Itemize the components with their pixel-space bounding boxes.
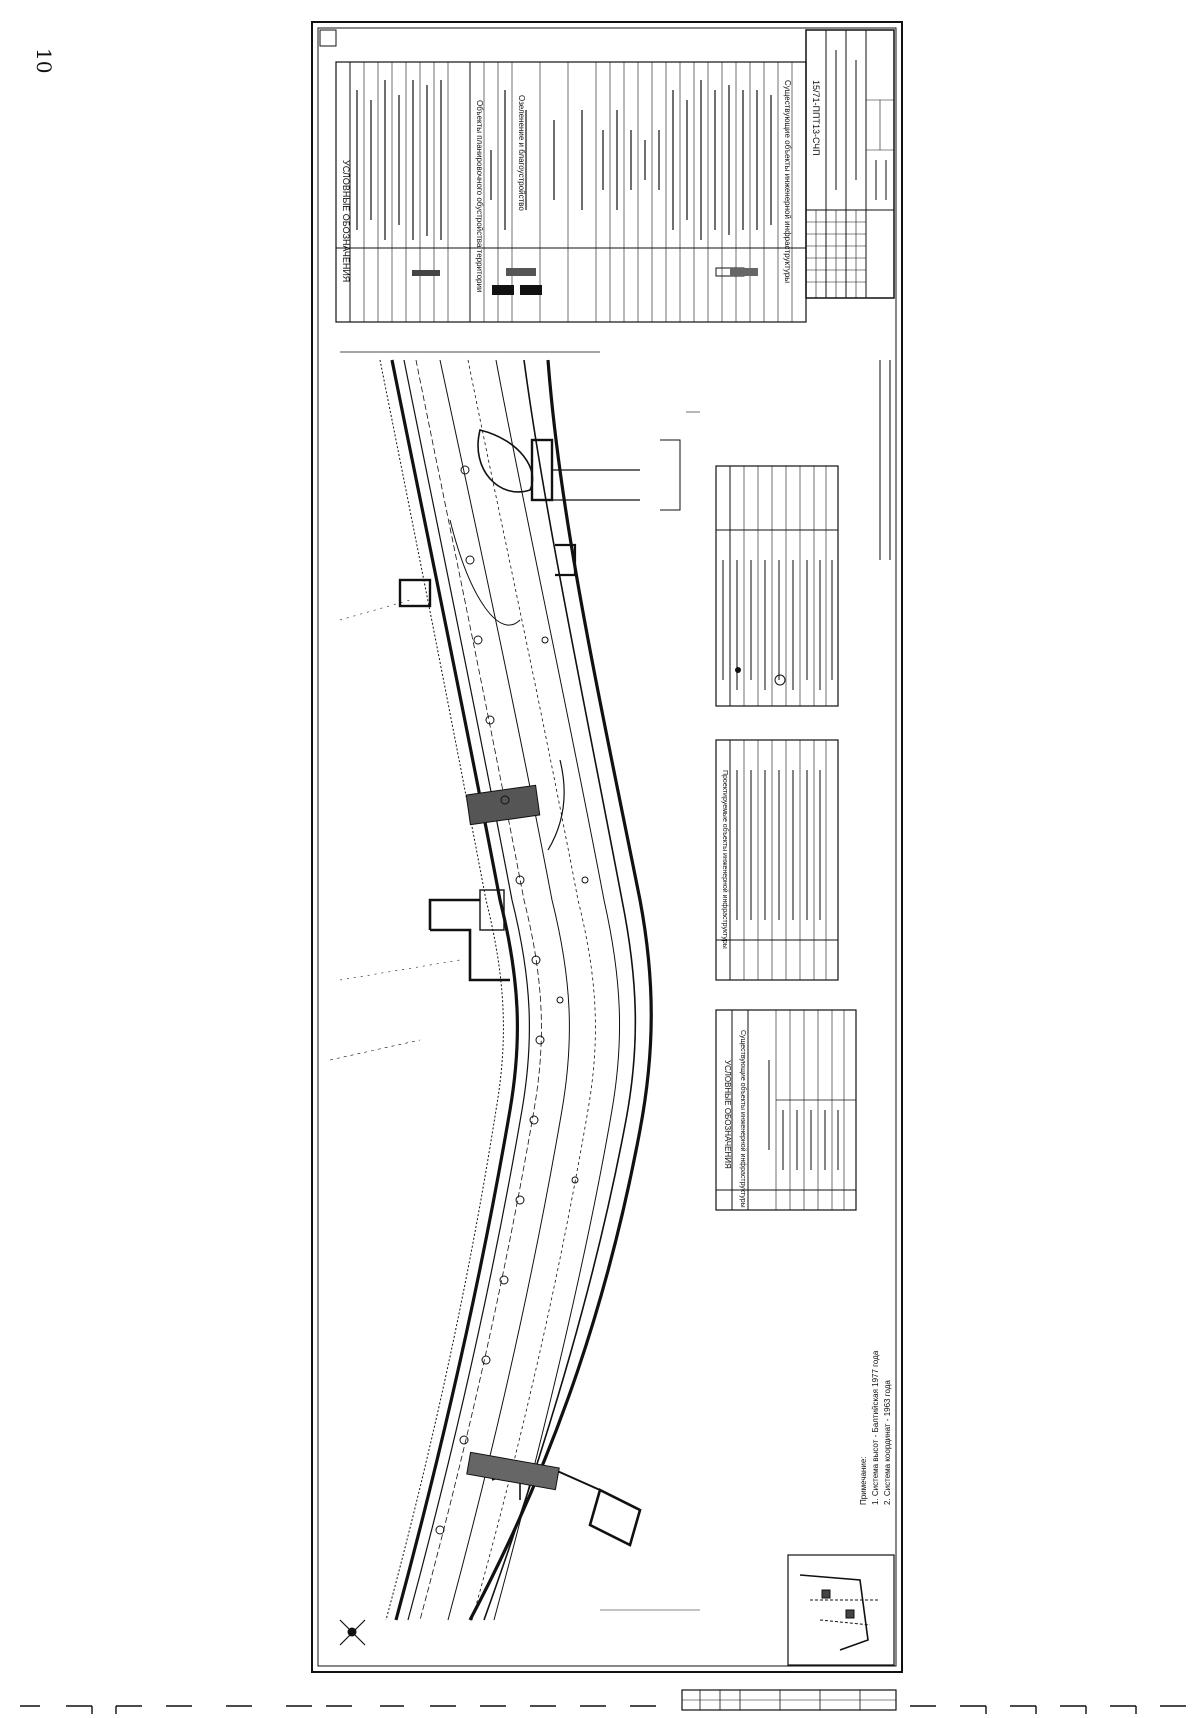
outer-frame <box>311 21 903 1673</box>
legend-bottom-title: УСЛОВНЫЕ ОБОЗНАЧЕНИЯ <box>723 1060 732 1169</box>
legend-top-title: УСЛОВНЫЕ ОБОЗНАЧЕНИЯ <box>341 160 351 282</box>
notes-line-2: 2. Система координат - 1963 года <box>883 1380 892 1505</box>
legend-top-section-engineering: Существующие объекты инженерной инфрастр… <box>783 80 792 283</box>
inner-frame <box>317 27 897 1667</box>
legend-bottom-subtitle: Существующие объекты инженерной инфрастр… <box>739 1030 747 1208</box>
cut-marks <box>20 1705 1186 1714</box>
notes-heading: Примечание: <box>859 1456 868 1505</box>
legend-top-section-planning: Объекты планировочного обустройства терр… <box>475 100 484 292</box>
title-block-code: 15/71-ППТ13-СЧП <box>811 80 821 156</box>
corner-mark <box>319 29 337 47</box>
legend-table-bottom <box>715 1009 857 1211</box>
bottom-stamp <box>681 1689 897 1711</box>
legend-top-section-landscaping: Озеленение и благоустройство <box>517 95 526 211</box>
title-block <box>805 29 895 299</box>
road-plan <box>329 351 700 1621</box>
notes-line-1: 1. Система высот - Балтийская 1977 года <box>871 1350 880 1505</box>
legend-table-projected <box>715 739 839 981</box>
north-arrow-icon <box>339 1619 366 1646</box>
sheet-caption-lines <box>879 360 891 560</box>
legend-table-top <box>335 61 807 323</box>
key-plan-inset <box>787 1554 895 1666</box>
legend-table-existing <box>715 465 839 707</box>
legend-middle-title: Проектируемые объекты инженерной инфраст… <box>721 770 729 949</box>
